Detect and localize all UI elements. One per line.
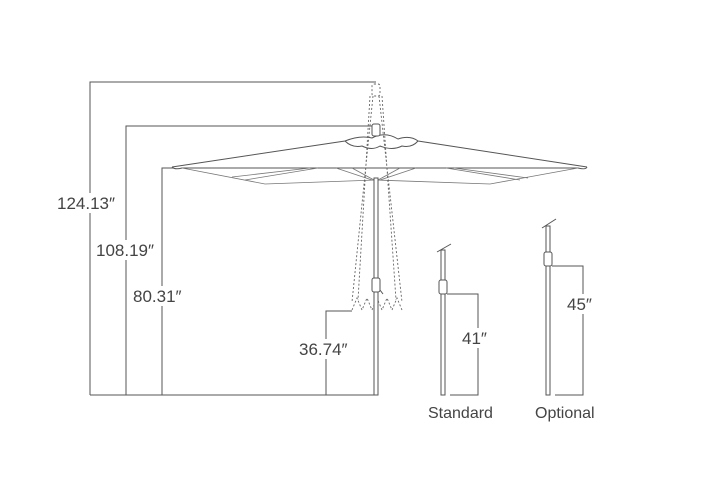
crank-icon: [438, 279, 448, 295]
caption-standard: Standard: [428, 405, 493, 422]
dimension-124: [89, 81, 378, 396]
crank-icon: [543, 251, 553, 267]
label-124-13: 124.13″: [57, 194, 115, 213]
standard-pole: [436, 243, 479, 396]
dimension-36: [325, 310, 352, 395]
crank-icon: [371, 277, 381, 293]
label-80-31: 80.31″: [133, 287, 182, 306]
umbrella-canopy: [171, 123, 588, 185]
dimension-108: [125, 125, 376, 395]
label-45: 45″: [567, 295, 592, 314]
optional-pole: [541, 218, 584, 396]
main-pole: [371, 177, 384, 396]
dimension-80: [161, 167, 174, 395]
finial-icon: [371, 123, 381, 137]
caption-optional: Optional: [535, 405, 595, 422]
label-41: 41″: [462, 329, 487, 348]
label-36-74: 36.74″: [299, 340, 348, 359]
label-108-19: 108.19″: [96, 241, 154, 260]
